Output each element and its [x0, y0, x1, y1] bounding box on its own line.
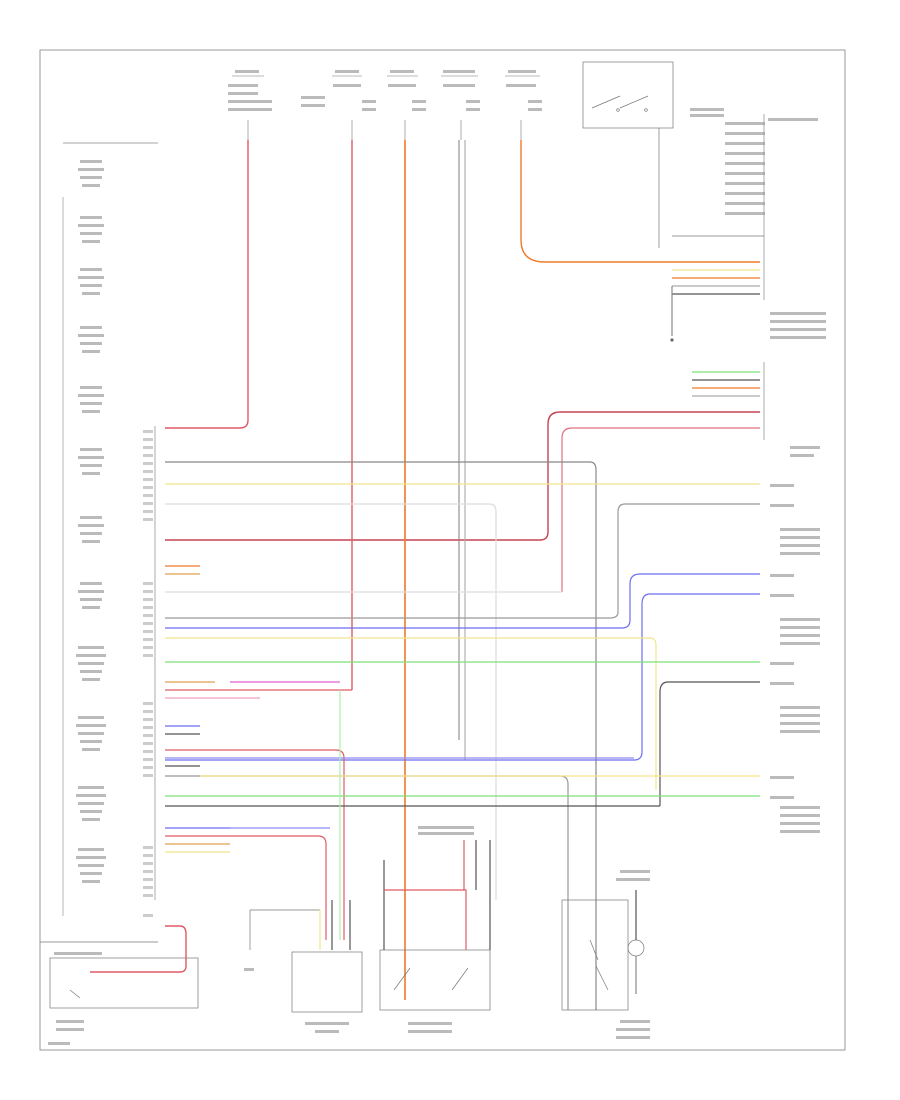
horizontal-bus-wires	[165, 461, 760, 1010]
instrument-cluster-connector	[692, 362, 765, 440]
steering-angle-sensor	[582, 61, 764, 248]
right-module-labels	[770, 446, 820, 833]
wire-orange-top	[520, 140, 760, 263]
fuse-headers	[232, 75, 540, 140]
fuse-header-text	[228, 70, 542, 111]
ground-point-top	[670, 338, 674, 342]
left-components	[62, 160, 106, 916]
steering-connector-pins	[690, 108, 826, 339]
wire-red-cluster-1	[165, 411, 760, 541]
abs-pin-labels	[143, 430, 153, 917]
gateway-module	[40, 941, 199, 1009]
wire-red-cluster-2	[561, 427, 760, 592]
bottom-wires	[319, 840, 637, 994]
wire-red-gateway	[90, 925, 187, 973]
diagram-frame	[39, 49, 846, 1051]
vertical-feed-wires	[165, 140, 466, 1000]
bottom-labels	[48, 826, 650, 1045]
abs-module-connector	[63, 142, 158, 900]
steering-module-wires	[671, 269, 760, 336]
bottom-components	[249, 899, 645, 1013]
